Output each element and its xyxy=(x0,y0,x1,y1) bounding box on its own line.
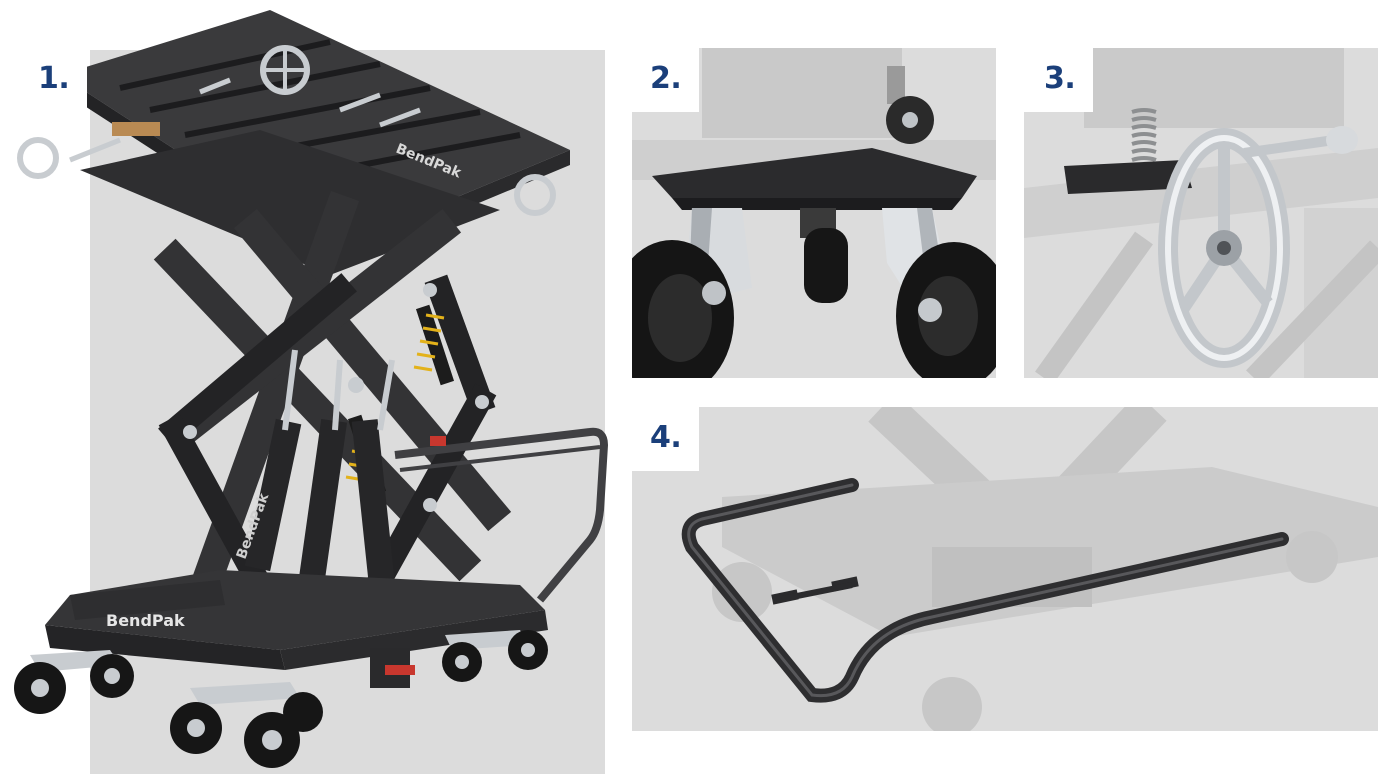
panel-label-4: 4. xyxy=(622,407,700,471)
panel-handwheel xyxy=(1024,48,1378,378)
caster-detail-image xyxy=(632,48,996,378)
handle-detail-image xyxy=(681,407,1378,731)
platform-handwheel-top xyxy=(260,45,310,95)
panel-label-3: 3. xyxy=(1016,48,1094,112)
platform-handwheel-left xyxy=(17,137,59,179)
panel-label-1: 1. xyxy=(10,48,88,112)
base-logo: BendPak xyxy=(106,611,185,630)
handle-release-red xyxy=(430,436,446,446)
handwheel-detail-image xyxy=(1024,48,1378,378)
foot-brake xyxy=(385,665,415,675)
scale-tag xyxy=(112,122,160,136)
push-handle xyxy=(394,427,609,603)
scissor-lift-table-image: BendPak xyxy=(14,10,609,768)
hydraulic-cylinders xyxy=(244,349,395,582)
panel-push-handle xyxy=(632,407,1378,731)
platform-handwheel-right xyxy=(514,174,556,216)
caster-wheels xyxy=(14,630,548,768)
panel-label-2: 2. xyxy=(622,48,700,112)
